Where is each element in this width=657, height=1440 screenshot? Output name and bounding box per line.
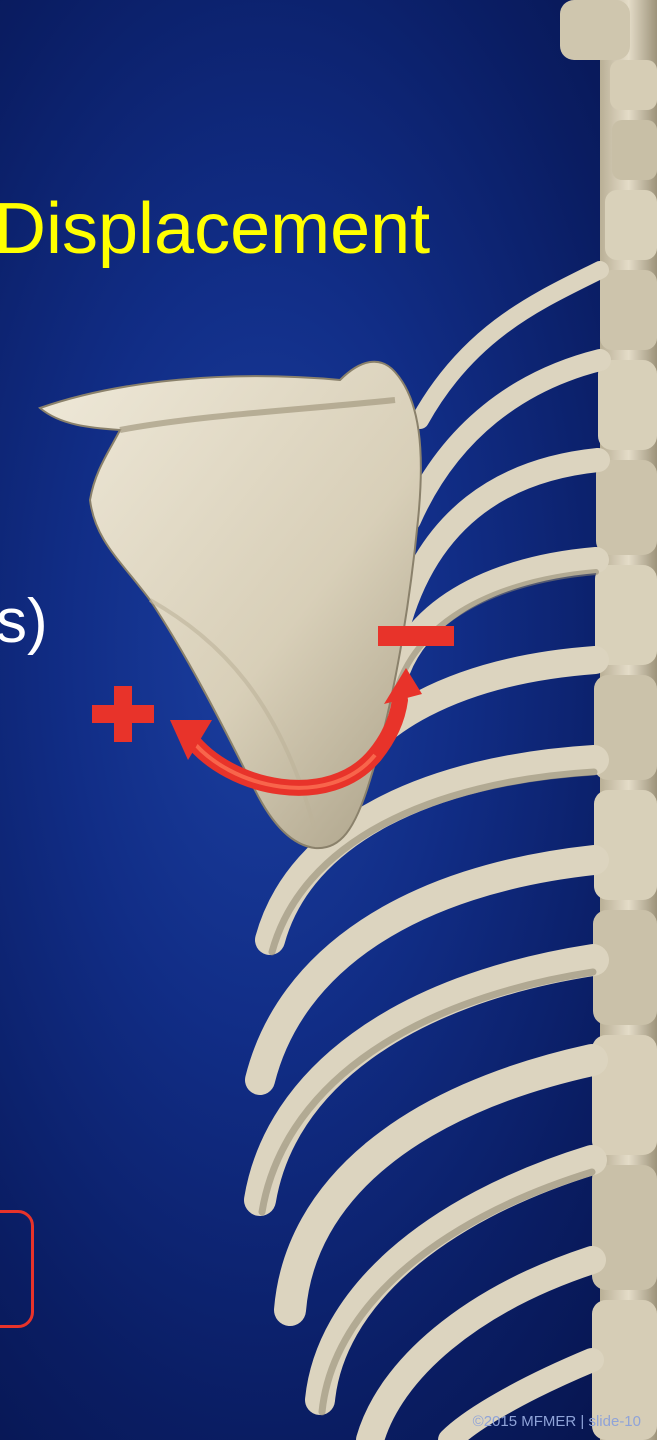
slide-body-text: s)	[0, 586, 48, 657]
spine	[560, 0, 657, 1440]
highlight-box	[0, 1210, 34, 1328]
slide-title: Displacement	[0, 188, 430, 270]
plus-icon	[92, 686, 154, 742]
slide-footer: ©2015 MFMER | slide-10	[473, 1413, 641, 1430]
minus-icon	[378, 626, 454, 646]
curved-arrow-icon	[160, 660, 430, 810]
